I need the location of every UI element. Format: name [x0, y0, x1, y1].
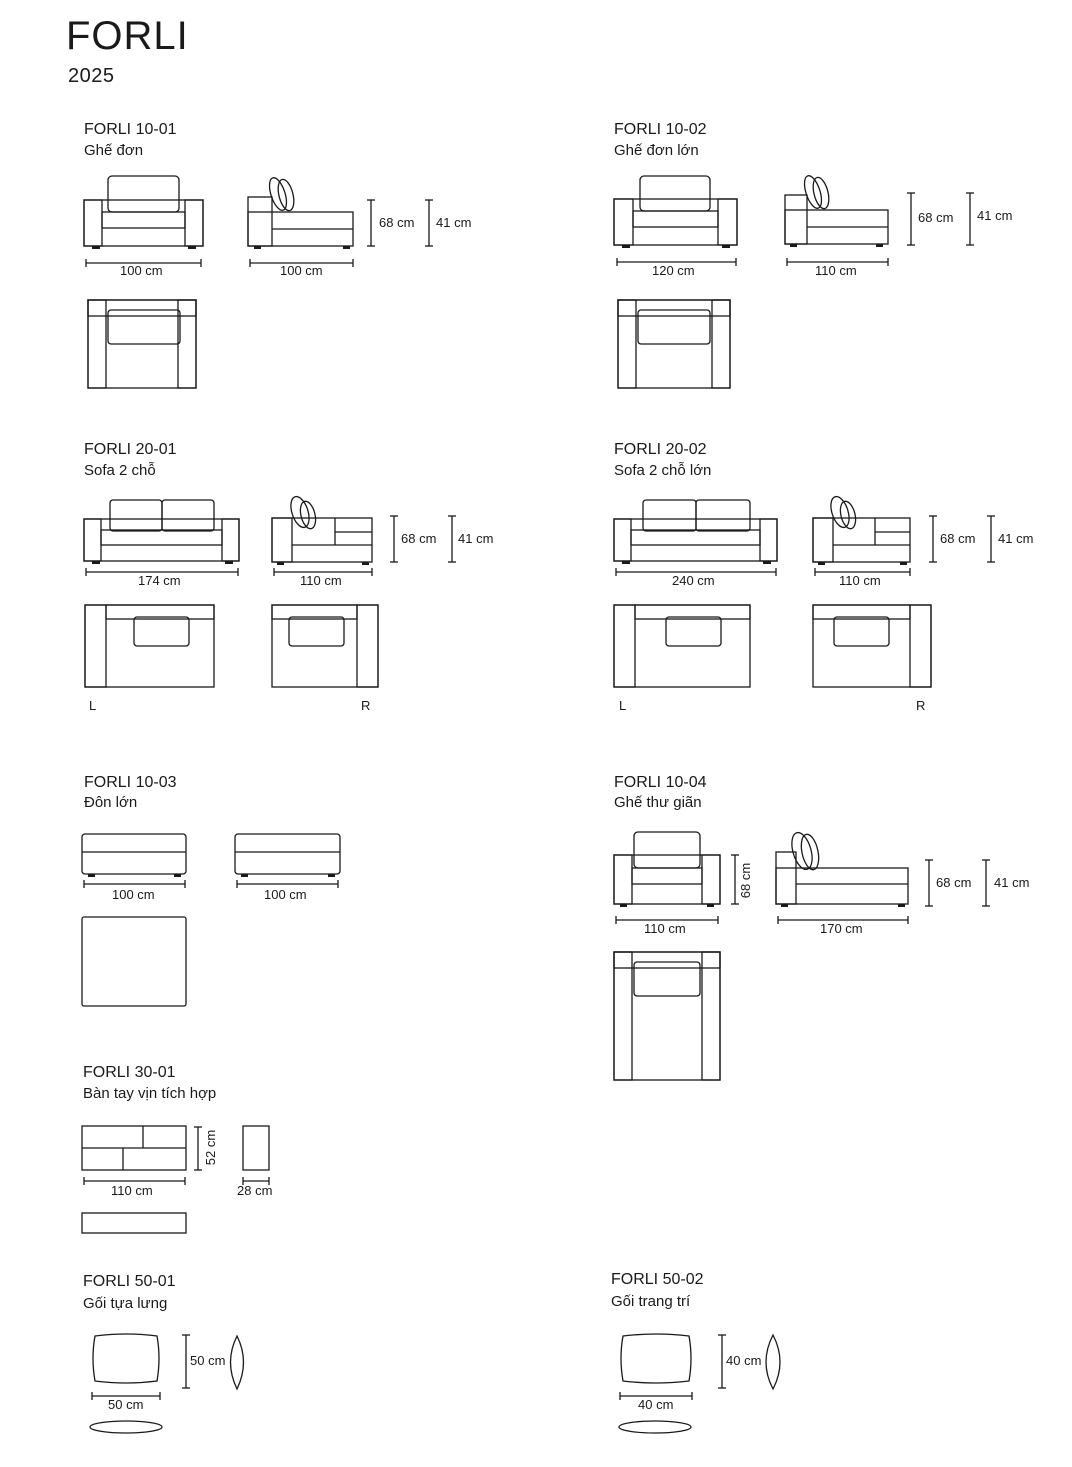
p3-top-view-left — [84, 604, 215, 688]
p1-dimension-lines — [85, 199, 433, 267]
p1-top-view — [87, 299, 197, 389]
product-code: FORLI 20-01 — [84, 441, 177, 458]
p4-side-view — [812, 495, 911, 565]
width-dimension: 110 cm — [111, 1183, 153, 1198]
height-dimension: 50 cm — [190, 1353, 226, 1368]
width-dimension: 110 cm — [644, 921, 686, 936]
product-code: FORLI 10-02 — [614, 121, 707, 138]
p4-dimension-lines — [615, 515, 995, 576]
seat-height-dimension: 41 cm — [458, 531, 494, 546]
depth-dimension: 110 cm — [815, 263, 857, 278]
product-code: FORLI 10-04 — [614, 774, 707, 791]
p5-top-view — [81, 916, 187, 1007]
width-dimension: 100 cm — [112, 887, 155, 902]
p7-top-view — [81, 1212, 187, 1234]
p9-front-view — [620, 1333, 692, 1384]
right-variant-label: R — [916, 698, 926, 713]
p5-dimension-lines — [83, 880, 339, 888]
p8-side-view — [229, 1334, 245, 1391]
p7-side-view — [242, 1125, 270, 1171]
product-name: Sofa 2 chỗ lớn — [614, 462, 712, 479]
depth-dimension: 110 cm — [300, 573, 342, 588]
width-dimension: 240 cm — [672, 573, 715, 588]
height-dimension: 40 cm — [726, 1353, 762, 1368]
p5-front-view — [81, 833, 187, 877]
product-name: Gối tựa lưng — [83, 1295, 168, 1312]
p1-front-view — [83, 175, 204, 249]
p7-dimension-lines — [83, 1126, 270, 1185]
product-code: FORLI 50-01 — [83, 1273, 176, 1290]
brand-title: FORLI — [66, 14, 189, 58]
height-dimension: 68 cm — [401, 531, 437, 546]
p9-side-view — [765, 1333, 781, 1391]
seat-height-dimension: 41 cm — [977, 208, 1013, 223]
product-name: Gối trang trí — [611, 1293, 691, 1310]
left-variant-label: L — [619, 698, 627, 713]
product-code: FORLI 30-01 — [83, 1064, 176, 1081]
width-dimension: 100 cm — [120, 263, 163, 278]
height-dimension: 68 cm — [936, 875, 972, 890]
product-code: FORLI 10-03 — [84, 774, 177, 791]
product-name: Ghế đơn lớn — [614, 142, 699, 159]
p2-top-view — [617, 299, 731, 389]
product-code: FORLI 10-01 — [84, 121, 177, 138]
p9-dimension-lines — [619, 1334, 726, 1400]
p4-front-view — [613, 499, 778, 564]
p9-top-view — [618, 1420, 692, 1434]
p8-front-view — [92, 1333, 160, 1384]
p6-front-view — [613, 831, 721, 907]
p3-dimension-lines — [85, 515, 456, 576]
depth-dimension: 170 cm — [820, 921, 863, 936]
p2-side-view — [784, 175, 889, 247]
p6-side-view — [775, 831, 909, 907]
height-dimension: 68 cm — [379, 215, 415, 230]
depth-dimension: 100 cm — [264, 887, 307, 902]
p7-front-view — [81, 1125, 187, 1171]
height-dimension-vertical: 68 cm — [738, 862, 754, 899]
depth-dimension: 110 cm — [839, 573, 881, 588]
depth-dimension: 100 cm — [280, 263, 323, 278]
product-code: FORLI 20-02 — [614, 441, 707, 458]
width-dimension: 40 cm — [638, 1397, 674, 1412]
product-name: Đôn lớn — [84, 794, 138, 811]
p6-dimension-lines — [615, 854, 990, 924]
p6-top-view — [613, 951, 721, 1081]
height-dimension: 68 cm — [940, 531, 976, 546]
product-name: Sofa 2 chỗ — [84, 462, 156, 479]
height-dimension-vertical: 52 cm — [203, 1129, 219, 1166]
p2-front-view — [613, 175, 738, 248]
p2-dimension-lines — [616, 192, 974, 266]
p4-top-view-left — [613, 604, 751, 688]
p1-side-view — [247, 177, 354, 249]
right-variant-label: R — [361, 698, 371, 713]
seat-height-dimension: 41 cm — [994, 875, 1030, 890]
p8-dimension-lines — [91, 1334, 190, 1400]
product-name: Bàn tay vịn tích hợp — [83, 1085, 217, 1102]
p3-side-view — [271, 495, 373, 565]
p5-side-view — [234, 833, 341, 877]
width-dimension: 174 cm — [138, 573, 181, 588]
collection-year: 2025 — [68, 65, 115, 87]
p3-front-view — [83, 499, 240, 564]
p4-top-view-right — [812, 604, 932, 688]
depth-dimension: 28 cm — [237, 1183, 273, 1198]
height-dimension: 68 cm — [918, 210, 954, 225]
seat-height-dimension: 41 cm — [436, 215, 472, 230]
product-name: Ghế thư giãn — [614, 794, 702, 811]
width-dimension: 120 cm — [652, 263, 695, 278]
product-name: Ghế đơn — [84, 142, 144, 159]
width-dimension: 50 cm — [108, 1397, 144, 1412]
p8-top-view — [89, 1420, 163, 1434]
p3-top-view-right — [271, 604, 379, 688]
seat-height-dimension: 41 cm — [998, 531, 1034, 546]
left-variant-label: L — [89, 698, 97, 713]
product-code: FORLI 50-02 — [611, 1271, 704, 1288]
